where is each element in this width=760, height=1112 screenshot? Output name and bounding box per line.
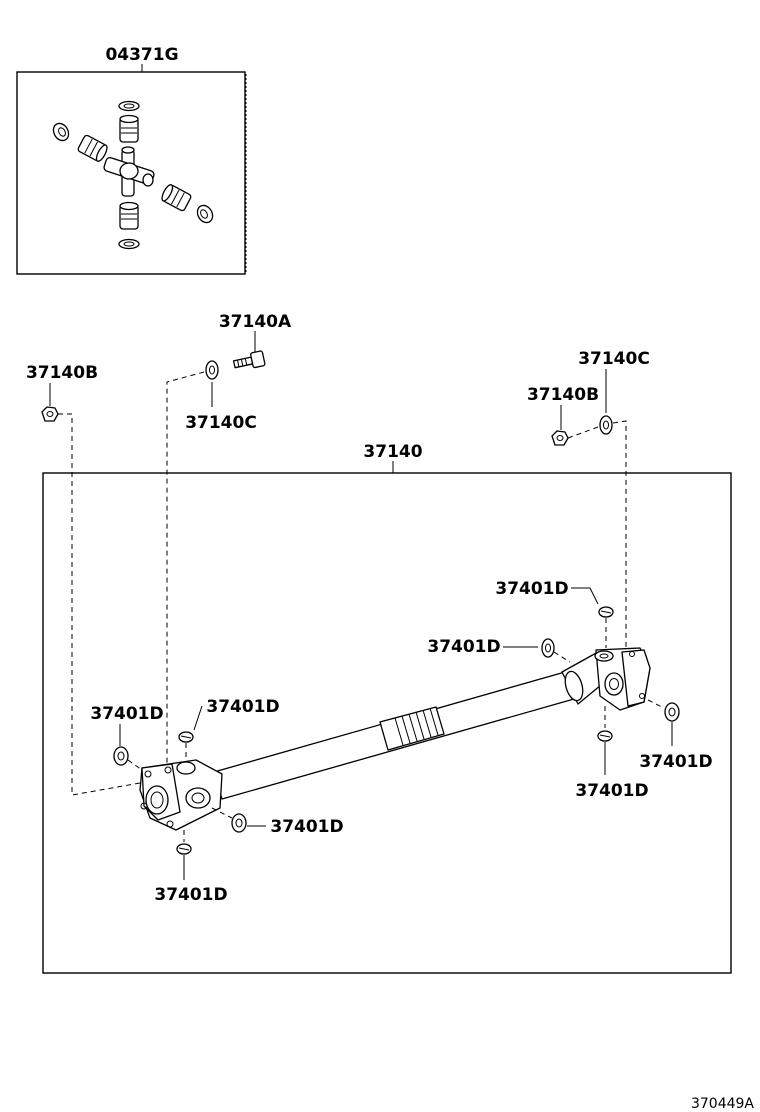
rear-flange-yoke-icon[interactable] [594, 647, 651, 711]
washer-left-icon[interactable] [205, 360, 219, 380]
universal-joint-kit-group: 04371G [16, 45, 247, 275]
bearing-cap-left-icon[interactable] [77, 134, 109, 162]
clip-front-right-alignment-line [211, 807, 233, 819]
snap-ring-bottom-icon[interactable] [118, 238, 140, 250]
fasteners-group: 37140A 37140B 37140C 37140C 37140B [26, 312, 650, 446]
front-flange-yoke-icon[interactable] [139, 759, 223, 831]
assembly-part-number[interactable]: 37140 [363, 442, 422, 462]
clip-rear-bottom-part-number[interactable]: 37401D [575, 781, 648, 801]
clip-rear-top-leader-line [571, 587, 599, 605]
clip-rear-right-alignment-line [647, 699, 665, 709]
nut-left-icon[interactable] [41, 406, 59, 422]
figure-id: 370449A [691, 1096, 754, 1112]
clip-rear-mid-alignment-line [553, 651, 571, 663]
clip-rear-top-part-number[interactable]: 37401D [495, 579, 568, 599]
clip-front-bottom-part-number[interactable]: 37401D [154, 885, 227, 905]
clip-front-bottom-icon[interactable] [176, 843, 192, 855]
clip-front-left-icon[interactable] [113, 746, 129, 766]
nut-left-alignment-line [58, 413, 141, 796]
spider-cross-icon[interactable] [103, 146, 155, 197]
washer-left-alignment-line [166, 371, 205, 770]
bearing-cap-right-icon[interactable] [160, 183, 192, 212]
washer-right-icon[interactable] [599, 415, 613, 435]
clip-front-left-alignment-line [127, 759, 143, 771]
clip-front-top-leader-line [193, 705, 203, 731]
washer-right-part-number[interactable]: 37140C [578, 349, 650, 369]
kit-part-number[interactable]: 04371G [105, 45, 178, 65]
bearing-cap-top-icon[interactable] [119, 114, 139, 143]
snap-ring-right-icon[interactable] [194, 203, 215, 226]
propeller-shaft-icon[interactable] [213, 651, 613, 800]
kit-box [16, 71, 246, 275]
clip-front-left-part-number[interactable]: 37401D [90, 704, 163, 724]
clip-rear-right-icon[interactable] [664, 702, 680, 722]
clip-front-top-part-number[interactable]: 37401D [206, 697, 279, 717]
clip-rear-mid-icon[interactable] [541, 638, 555, 658]
washer-left-part-number[interactable]: 37140C [185, 413, 257, 433]
assembly-box [42, 472, 732, 974]
clip-front-right-part-number[interactable]: 37401D [270, 817, 343, 837]
nut-right-icon[interactable] [551, 430, 569, 446]
nut-right-alignment-line [567, 426, 599, 439]
bearing-cap-bottom-icon[interactable] [119, 201, 139, 230]
clip-rear-top-icon[interactable] [598, 606, 614, 618]
nut-left-part-number[interactable]: 37140B [26, 363, 98, 383]
clip-front-top-icon[interactable] [178, 731, 194, 743]
slip-sleeve [379, 706, 445, 751]
clip-front-right-icon[interactable] [231, 813, 247, 833]
bolt-icon[interactable] [232, 350, 266, 372]
washer-right-alignment-line [612, 420, 627, 652]
snap-ring-left-icon[interactable] [50, 121, 71, 144]
clip-rear-bottom-icon[interactable] [597, 730, 613, 742]
clip-rear-right-part-number[interactable]: 37401D [639, 752, 712, 772]
nut-right-part-number[interactable]: 37140B [527, 385, 599, 405]
bolt-part-number[interactable]: 37140A [219, 312, 292, 332]
clip-rear-mid-part-number[interactable]: 37401D [427, 637, 500, 657]
snap-ring-top-icon[interactable] [118, 100, 140, 112]
